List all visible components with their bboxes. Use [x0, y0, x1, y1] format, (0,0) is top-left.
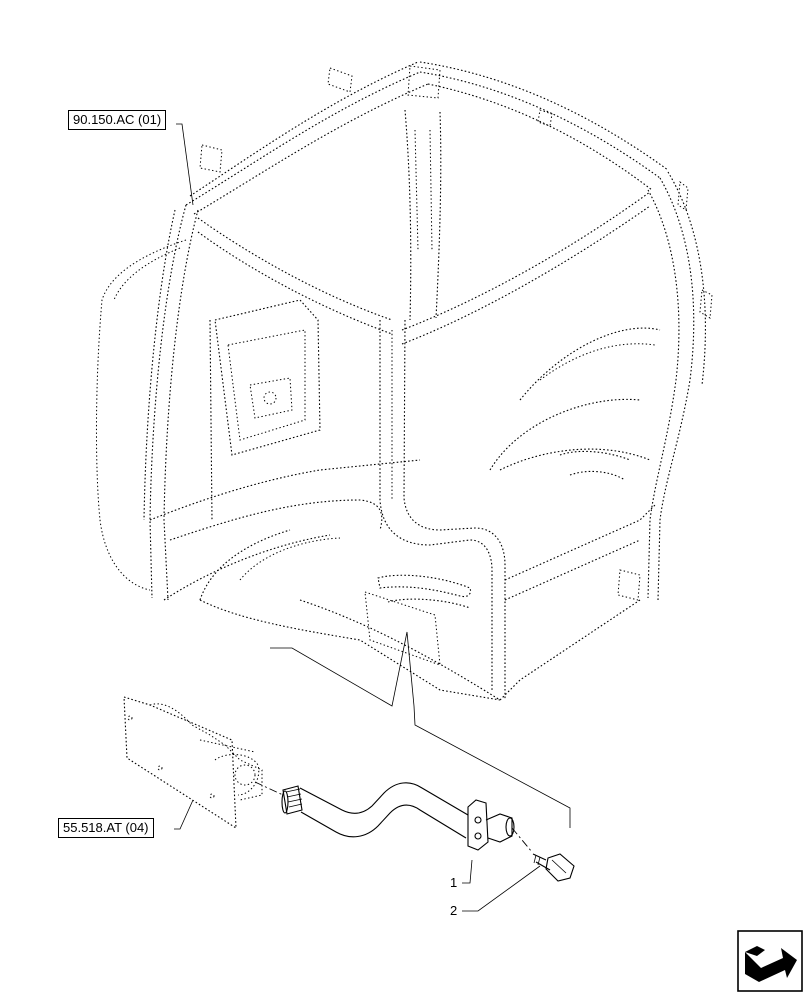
return-arrow-icon[interactable] [737, 930, 803, 992]
leader-lines [174, 123, 571, 912]
part-2-bolt [532, 853, 575, 882]
assembly-lines [254, 781, 533, 853]
callout-part-1: 1 [450, 875, 458, 890]
valve-bracket-assembly [123, 696, 263, 830]
cab-frame [95, 61, 713, 701]
reference-label-valve-bracket[interactable]: 55.518.AT (04) [58, 818, 154, 838]
callout-part-2: 2 [450, 903, 458, 918]
reference-label-cab-structure[interactable]: 90.150.AC (01) [68, 110, 167, 130]
part-1-hydraulic-pipe [281, 782, 515, 851]
